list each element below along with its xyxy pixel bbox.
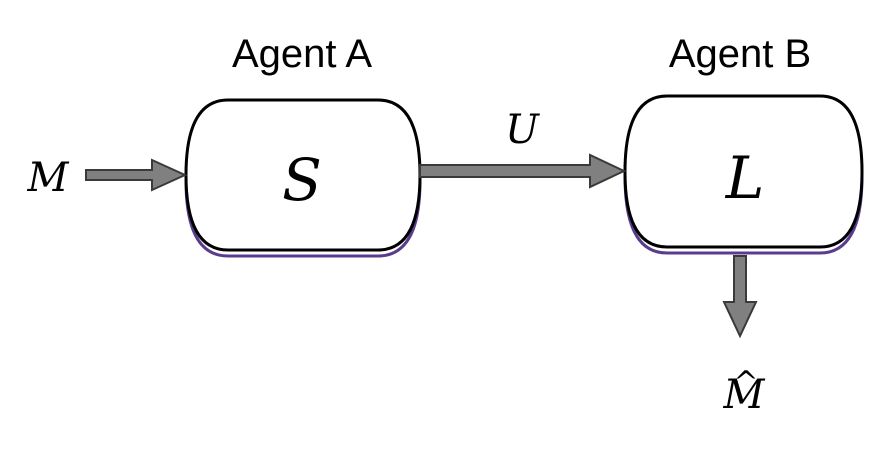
- agent-b-title: Agent B: [669, 32, 811, 76]
- agent-a-title: Agent A: [232, 32, 372, 76]
- agent-a-block: S: [184, 98, 422, 258]
- output-symbol: ^ M: [723, 365, 766, 418]
- output-symbol-letter: M: [723, 372, 766, 418]
- output-arrow: [722, 255, 758, 339]
- output-hat-accent: ^: [733, 365, 758, 400]
- input-arrow: [85, 158, 188, 192]
- channel-arrow: [419, 153, 627, 189]
- agent-a-symbol: S: [282, 146, 322, 214]
- agent-b-symbol: L: [725, 144, 765, 212]
- channel-symbol: U: [505, 107, 540, 153]
- agent-b-block: L: [623, 94, 864, 255]
- input-symbol: M: [27, 155, 70, 201]
